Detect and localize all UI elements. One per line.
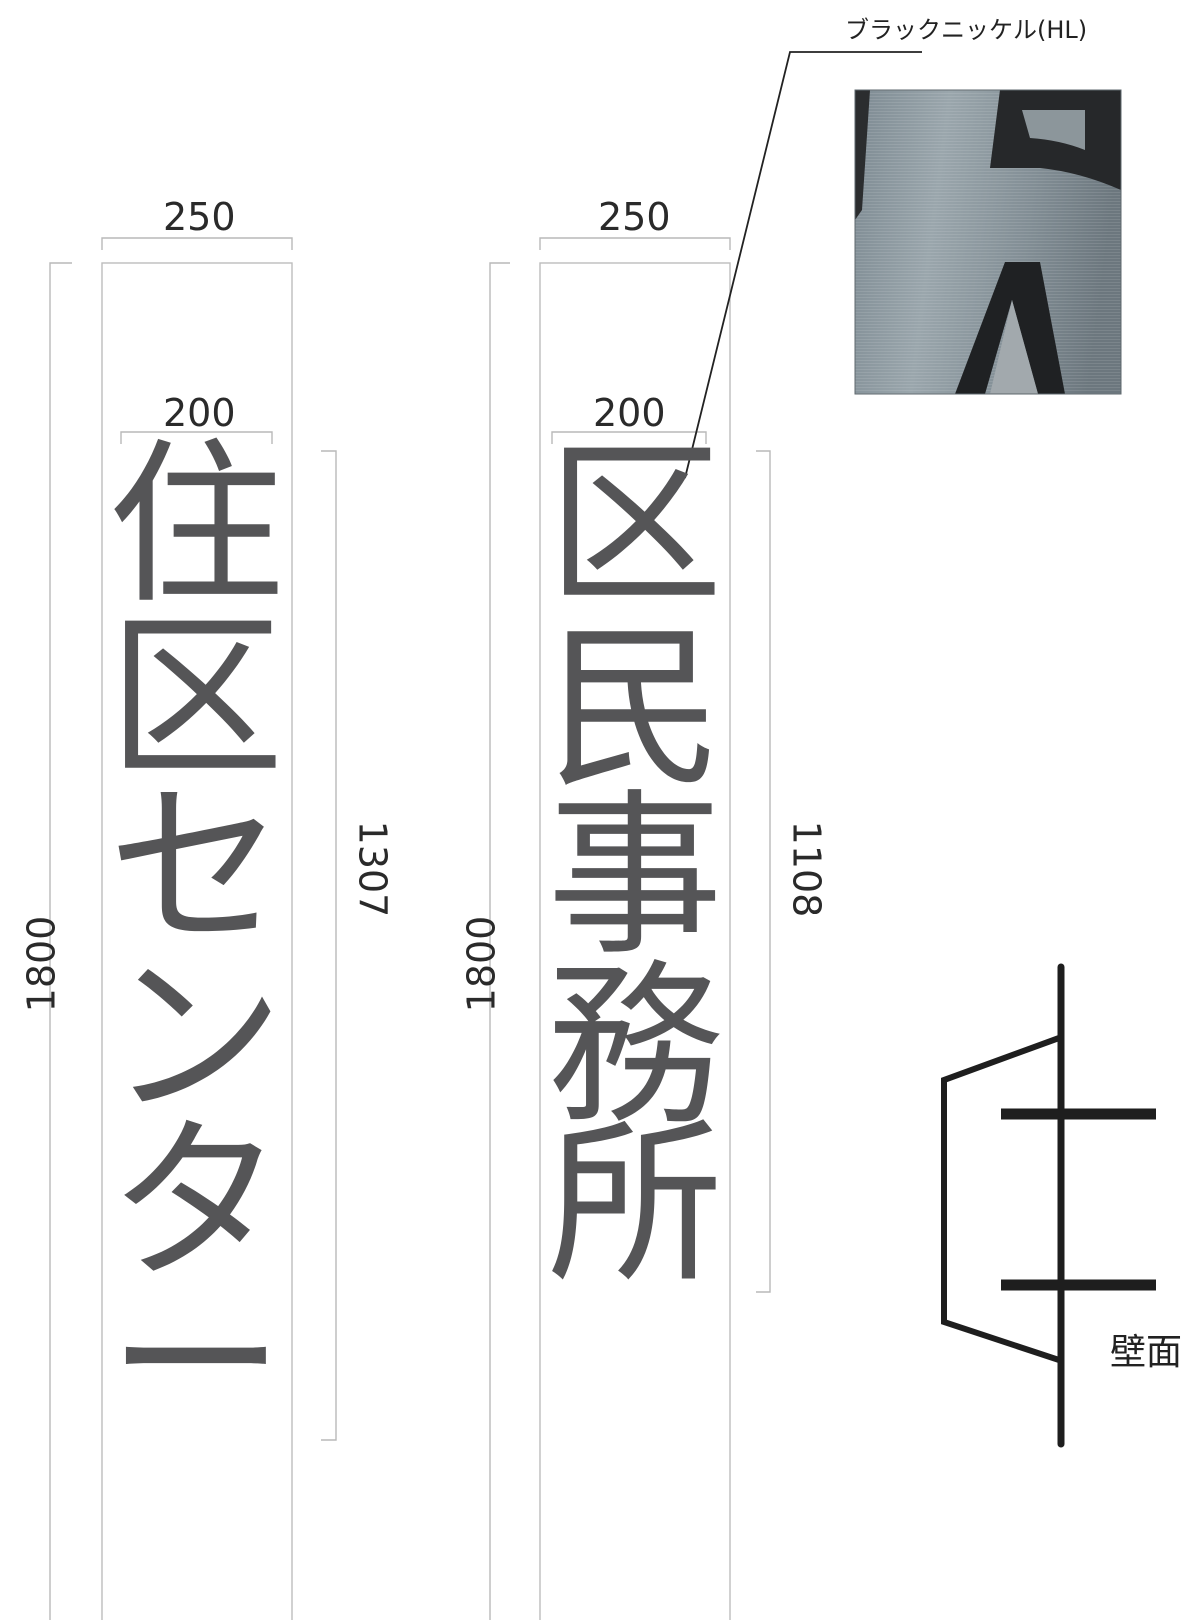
sign-right-text-height-dimension [756, 450, 771, 1293]
side-view-sign-profile [941, 1035, 1061, 1363]
sign-right-width-dimension [539, 237, 731, 250]
sign-left-width-dimension [101, 237, 293, 250]
sign-right-char: 民 [546, 607, 723, 812]
sign-right-char: 事 [546, 774, 723, 979]
material-callout-label: ブラックニッケル(HL) [845, 16, 1088, 44]
sign-right-width-label: 250 [598, 195, 671, 239]
sign-right-char: 所 [546, 1102, 723, 1307]
wall-label: 壁面 [1110, 1332, 1183, 1373]
sign-left-text-width-dimension [120, 431, 273, 444]
sign-left-height-dimension [49, 262, 72, 1620]
sign-right-char: 務 [546, 944, 723, 1149]
side-view-mounting-bolts [1001, 1108, 1156, 1291]
material-sample-image [854, 89, 1122, 395]
sign-right-text-width-dimension [551, 431, 707, 444]
sign-left-width-label: 250 [163, 195, 236, 239]
sign-right-text-height-label: 1108 [784, 820, 829, 918]
sign-left-char: セ [107, 765, 284, 970]
sign-left-text-height-dimension [321, 450, 337, 1441]
sign-left-text-width-label: 200 [163, 391, 236, 435]
sign-left-text-height-label: 1307 [350, 820, 395, 918]
sign-left-height-label: 1800 [19, 915, 64, 1013]
sign-right-panel [539, 262, 731, 1620]
sign-left-char: タ [107, 1100, 284, 1305]
sign-left-char: 住 [107, 423, 284, 628]
sign-left-panel [101, 262, 293, 1620]
sign-left-char: ン [107, 935, 284, 1140]
material-callout-leader [684, 51, 922, 479]
sign-right-height-dimension [489, 262, 510, 1620]
sign-right-text-width-label: 200 [593, 391, 666, 435]
sign-left-char: ー [107, 1260, 284, 1465]
sign-left-char: 区 [107, 596, 284, 801]
sign-right-char: 区 [546, 423, 723, 628]
sign-right-height-label: 1800 [459, 915, 504, 1013]
